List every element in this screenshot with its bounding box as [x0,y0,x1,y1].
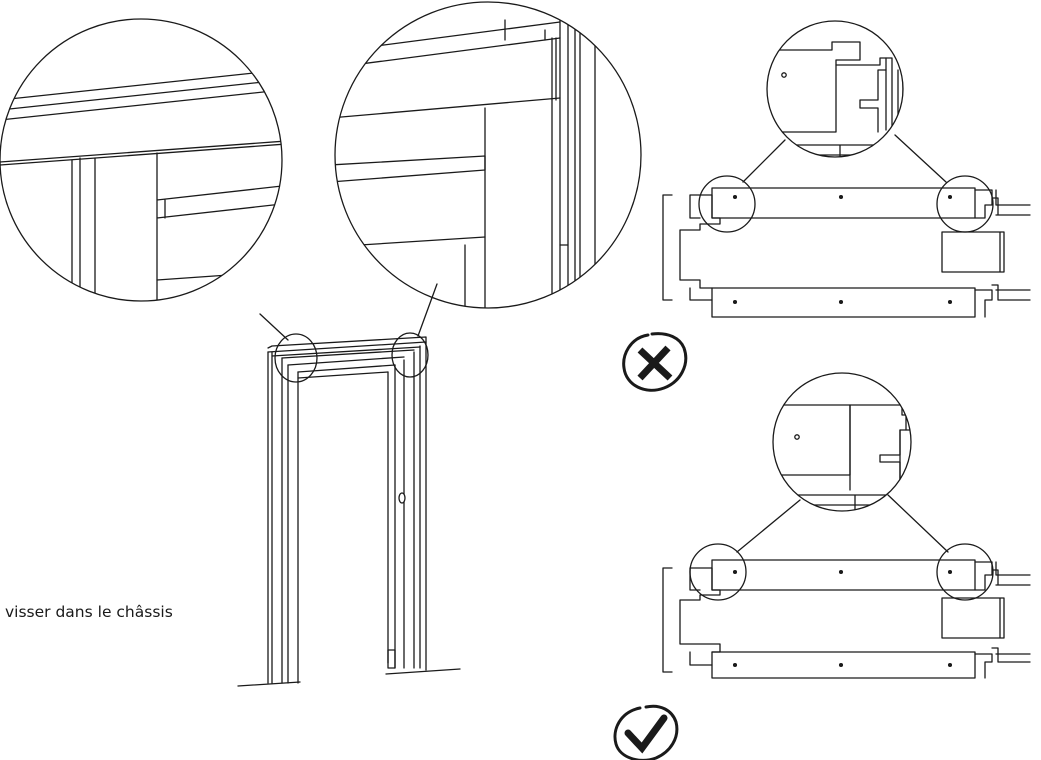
zoom-wrong [766,20,904,158]
section-right [662,494,1031,679]
magnifier-right [334,1,642,309]
cross-icon [622,332,688,392]
section-wrong [662,134,1031,318]
check-icon [613,704,679,760]
door-frame [237,283,461,687]
instruction-caption: s visser dans le châssis [0,603,173,621]
magnifier-left [0,18,283,302]
detail-marker-right [391,332,429,378]
detail-marker-left [274,333,318,383]
zoom-right [772,372,912,512]
